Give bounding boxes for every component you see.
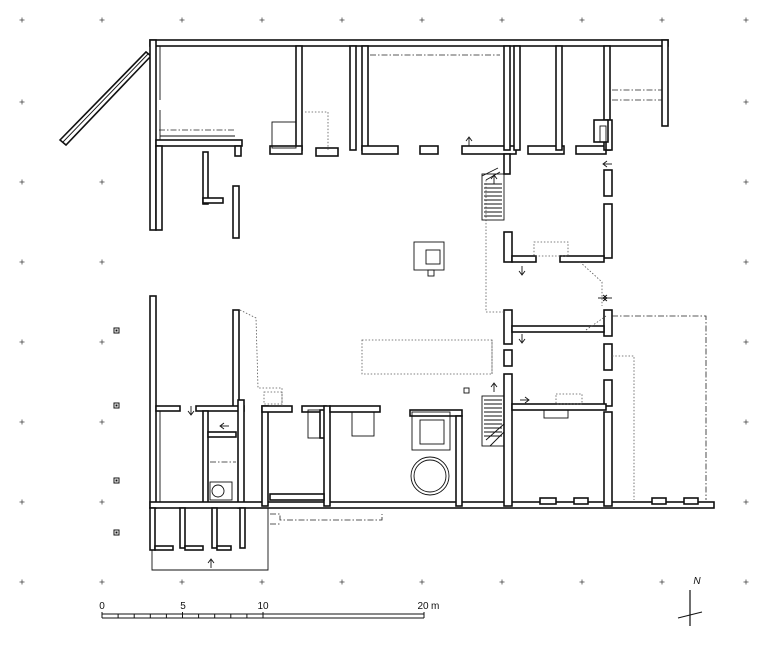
grid-cross <box>743 499 749 505</box>
entry-arrow <box>518 266 526 276</box>
grid-cross <box>743 179 749 185</box>
grid-cross <box>339 17 345 23</box>
grid-cross <box>743 579 749 585</box>
grid-cross <box>743 339 749 345</box>
grid-cross <box>499 17 505 23</box>
grid-cross <box>419 17 425 23</box>
entry-arrow <box>187 406 195 416</box>
grid-cross <box>19 99 25 105</box>
scale-bar: 0 5 10 20 m <box>99 601 439 619</box>
grid-cross <box>19 259 25 265</box>
entry-arrow <box>219 422 229 430</box>
scale-unit: m <box>431 601 439 612</box>
grid-cross <box>99 179 105 185</box>
entry-arrows <box>187 136 612 568</box>
grid-cross <box>19 17 25 23</box>
grid-cross <box>339 579 345 585</box>
grid-cross <box>499 579 505 585</box>
entry-arrow <box>518 334 526 344</box>
entry-arrow <box>490 174 498 184</box>
dotted-features <box>239 111 635 500</box>
entry-arrow <box>602 294 612 302</box>
grid-cross <box>659 17 665 23</box>
scale-tick-0: 0 <box>99 601 105 612</box>
grid-cross <box>579 17 585 23</box>
entry-arrow <box>207 558 215 568</box>
walls <box>149 39 715 571</box>
entry-arrow <box>602 160 612 168</box>
entry-arrow <box>490 382 498 392</box>
north-arrow: N <box>677 576 703 626</box>
grid-cross <box>19 339 25 345</box>
grid-cross <box>99 499 105 505</box>
grid-cross <box>19 579 25 585</box>
grid-cross <box>19 419 25 425</box>
grid-cross <box>419 579 425 585</box>
grid-cross <box>743 99 749 105</box>
grid-cross <box>99 259 105 265</box>
grid-cross <box>19 179 25 185</box>
grid-cross <box>19 499 25 505</box>
grid-cross <box>743 17 749 23</box>
entry-arrow <box>465 136 473 146</box>
grid-cross <box>99 339 105 345</box>
grid-cross <box>99 17 105 23</box>
grid-cross <box>259 579 265 585</box>
grid-cross <box>579 579 585 585</box>
north-label: N <box>693 576 701 587</box>
grid-cross <box>743 259 749 265</box>
stair-north <box>481 167 505 221</box>
stair-south <box>481 395 505 447</box>
grid-cross <box>259 17 265 23</box>
grid-cross <box>99 579 105 585</box>
fixtures <box>209 121 607 501</box>
grid-cross <box>179 579 185 585</box>
scale-tick-5: 5 <box>180 601 186 612</box>
grid-cross <box>179 17 185 23</box>
entrance-ramp <box>58 50 153 147</box>
dash-outlines <box>159 54 707 525</box>
grid-cross <box>659 579 665 585</box>
entry-arrow <box>520 396 530 404</box>
grid-cross <box>743 419 749 425</box>
grid-cross <box>99 419 105 425</box>
column-markers <box>113 327 120 536</box>
scale-tick-10: 10 <box>257 601 269 612</box>
survey-grid <box>19 17 749 585</box>
scale-tick-20: 20 <box>417 601 429 612</box>
